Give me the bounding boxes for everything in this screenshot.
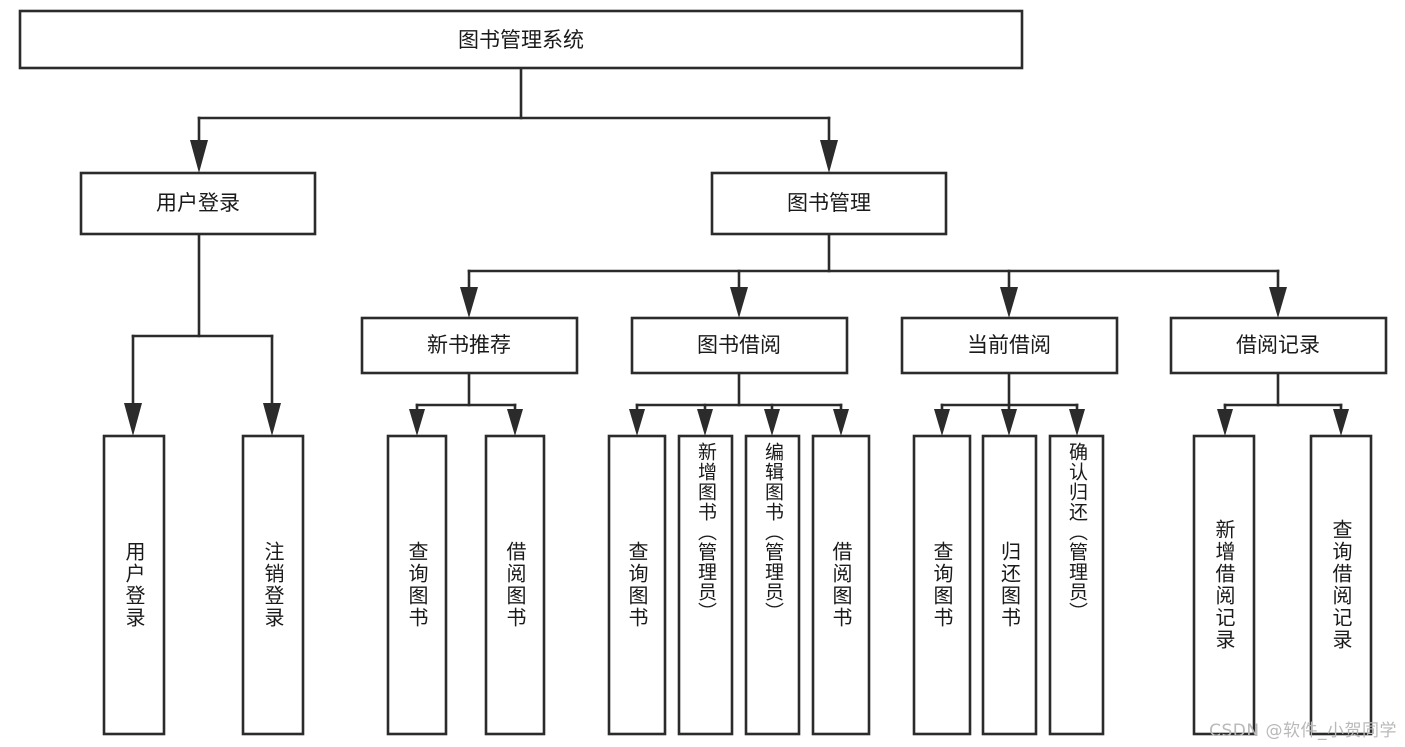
arrow-head-book-borrow [730, 287, 748, 318]
arrow-head-book-manage [820, 140, 838, 173]
node-user-login-box[interactable] [79, 171, 317, 236]
node-leaf-query-book-3-box[interactable] [912, 434, 972, 736]
node-leaf-query-book-1-box[interactable] [386, 434, 448, 736]
arrow-head-leaf-confirm-return [1069, 409, 1085, 436]
arrow-head-leaf-user-login [124, 403, 142, 436]
arrow-head-leaf-logout [263, 403, 281, 436]
arrow-head-leaf-query-book-3 [934, 409, 950, 436]
arrow-head-leaf-query-record [1333, 409, 1349, 436]
connector-layer [124, 66, 1349, 436]
node-book-manage-label: 图书管理 [787, 191, 871, 215]
arrow-head-leaf-return-book [1001, 409, 1017, 436]
node-book-borrow-box[interactable] [630, 316, 849, 375]
node-leaf-borrow-book-1-box[interactable] [484, 434, 546, 736]
node-leaf-edit-book-box[interactable] [744, 434, 801, 736]
node-current-borrow-label: 当前借阅 [967, 333, 1051, 357]
arrow-head-new-book-rec [460, 287, 478, 318]
node-borrow-record-box[interactable] [1169, 316, 1388, 375]
node-leaf-return-book-box[interactable] [981, 434, 1038, 736]
arrow-head-current-borrow [1000, 287, 1018, 318]
node-book-borrow[interactable]: 图书借阅 [630, 316, 849, 375]
node-leaf-borrow-book-2-box[interactable] [811, 434, 871, 736]
arrow-head-leaf-query-book-1 [409, 409, 425, 436]
node-layer: 图书管理系统 用户登录 图书管理 新书推荐 图书借阅 [18, 9, 1388, 736]
node-current-borrow-box[interactable] [900, 316, 1119, 375]
csdn-watermark: CSDN @软件_小贺同学 [1209, 721, 1397, 741]
node-leaf-user-login-box[interactable] [102, 434, 166, 736]
arrow-head-user-login [190, 140, 208, 173]
node-root-label: 图书管理系统 [458, 28, 584, 52]
arrow-head-leaf-borrow-book-2 [833, 409, 849, 436]
arrow-head-leaf-add-book [697, 409, 713, 436]
arrow-head-leaf-borrow-book-1 [507, 409, 523, 436]
node-root[interactable]: 图书管理系统 [18, 9, 1024, 70]
node-book-manage-box[interactable] [710, 171, 948, 236]
arrow-head-leaf-edit-book [764, 409, 780, 436]
node-book-borrow-label: 图书借阅 [697, 333, 781, 357]
node-user-login[interactable]: 用户登录 [79, 171, 317, 236]
node-leaf-add-book-box[interactable] [677, 434, 734, 736]
node-current-borrow[interactable]: 当前借阅 [900, 316, 1119, 375]
arrow-head-leaf-add-record [1217, 409, 1233, 436]
node-leaf-logout-box[interactable] [241, 434, 305, 736]
node-new-book-rec-box[interactable] [360, 316, 579, 375]
node-new-book-rec-label: 新书推荐 [427, 333, 511, 357]
node-user-login-label: 用户登录 [156, 191, 240, 215]
arrow-head-leaf-query-book-2 [629, 409, 645, 436]
node-borrow-record[interactable]: 借阅记录 [1169, 316, 1388, 375]
node-borrow-record-label: 借阅记录 [1236, 333, 1320, 357]
node-leaf-query-record-box[interactable] [1309, 434, 1373, 736]
node-root-box[interactable] [18, 9, 1024, 70]
node-new-book-rec[interactable]: 新书推荐 [360, 316, 579, 375]
node-leaf-confirm-return-box[interactable] [1048, 434, 1105, 736]
node-leaf-query-book-2-box[interactable] [607, 434, 667, 736]
node-book-manage[interactable]: 图书管理 [710, 171, 948, 236]
arrow-head-borrow-record [1269, 287, 1287, 318]
node-leaf-add-record-box[interactable] [1192, 434, 1256, 736]
